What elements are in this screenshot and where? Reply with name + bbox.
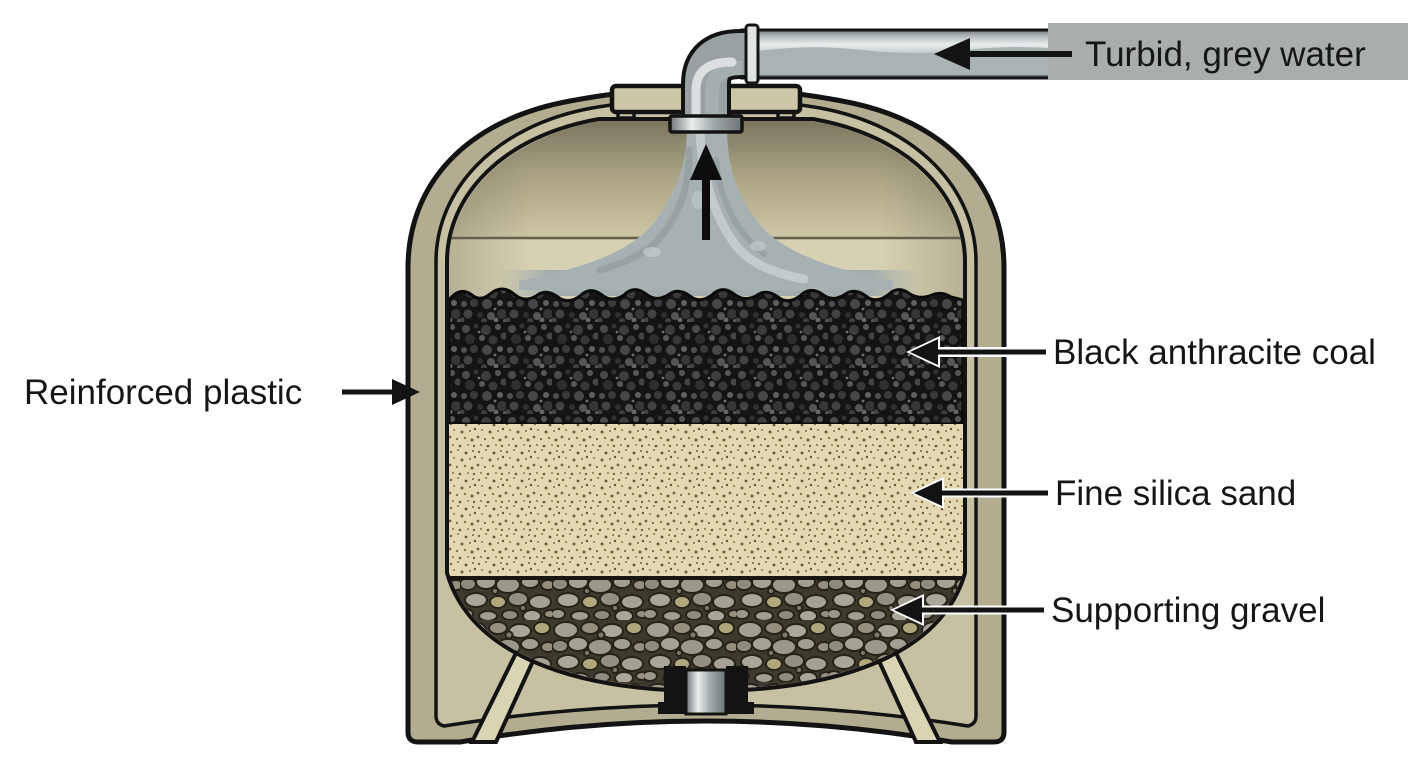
drain-collar-right bbox=[726, 666, 754, 714]
inlet-flange bbox=[668, 114, 744, 134]
label-black-anthracite-coal: Black anthracite coal bbox=[1053, 333, 1376, 372]
coal-layer bbox=[449, 287, 963, 426]
inlet-label-banner: Turbid, grey water bbox=[934, 23, 1408, 80]
coal-label-group: Black anthracite coal bbox=[906, 333, 1376, 372]
vessel-interior bbox=[449, 121, 963, 689]
shell-pointer-arrow-icon bbox=[342, 379, 420, 405]
drain-collar-left bbox=[658, 666, 686, 714]
label-banner bbox=[1048, 23, 1408, 80]
gravel-label-group: Supporting gravel bbox=[890, 591, 1325, 630]
sand-label-group: Fine silica sand bbox=[910, 474, 1296, 513]
upflow-arrow-icon bbox=[690, 144, 722, 240]
coal-pointer-arrow-icon bbox=[906, 336, 1046, 368]
pipe-coupling-ring bbox=[744, 23, 760, 85]
label-reinforced-plastic: Reinforced plastic bbox=[24, 373, 302, 412]
drain-pipe bbox=[658, 666, 754, 716]
inlet-flow-arrow-icon bbox=[934, 38, 1072, 70]
shell-label-group: Reinforced plastic bbox=[24, 373, 420, 412]
gravel-pointer-arrow-icon bbox=[890, 594, 1044, 626]
label-turbid-grey-water: Turbid, grey water bbox=[1085, 35, 1366, 74]
label-supporting-gravel: Supporting gravel bbox=[1051, 591, 1325, 630]
label-fine-silica-sand: Fine silica sand bbox=[1055, 474, 1296, 513]
sand-pointer-arrow-icon bbox=[910, 477, 1048, 509]
sand-layer bbox=[449, 424, 963, 578]
